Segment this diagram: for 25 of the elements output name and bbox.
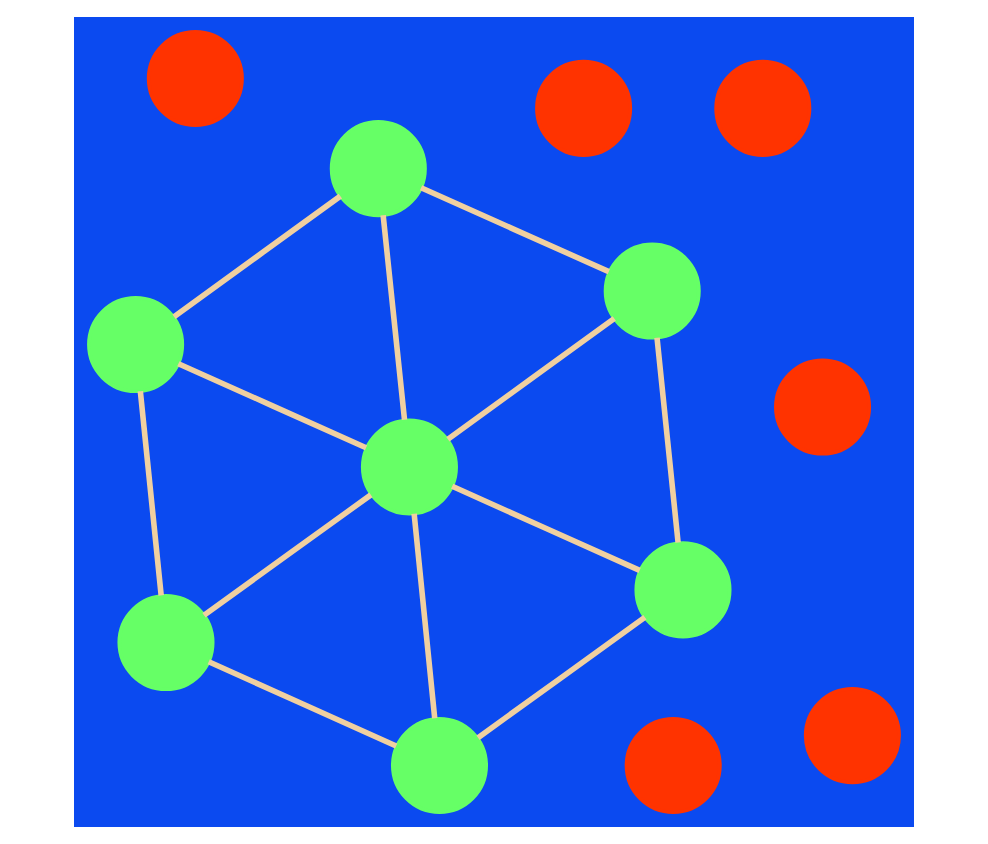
node-circle [714, 59, 812, 157]
node-circle [624, 716, 722, 814]
connector [411, 513, 438, 719]
node-circle [360, 418, 458, 516]
connector [654, 337, 681, 543]
node-circle [117, 594, 215, 692]
node-circle [87, 296, 185, 394]
connector [202, 492, 373, 618]
connector [446, 316, 616, 442]
connector [451, 483, 641, 573]
node-circle [146, 30, 244, 128]
node-circle [774, 358, 872, 456]
connector [177, 361, 368, 451]
connector [207, 659, 398, 749]
connector [137, 390, 164, 596]
node-circle [535, 59, 633, 157]
node-circle [603, 242, 701, 340]
node-circle [803, 687, 901, 785]
node-circle [329, 120, 427, 218]
node-circle [634, 541, 732, 639]
node-circle [390, 716, 489, 814]
connector [172, 193, 342, 319]
connector [476, 615, 647, 740]
connector [380, 215, 408, 421]
connector [419, 185, 610, 275]
